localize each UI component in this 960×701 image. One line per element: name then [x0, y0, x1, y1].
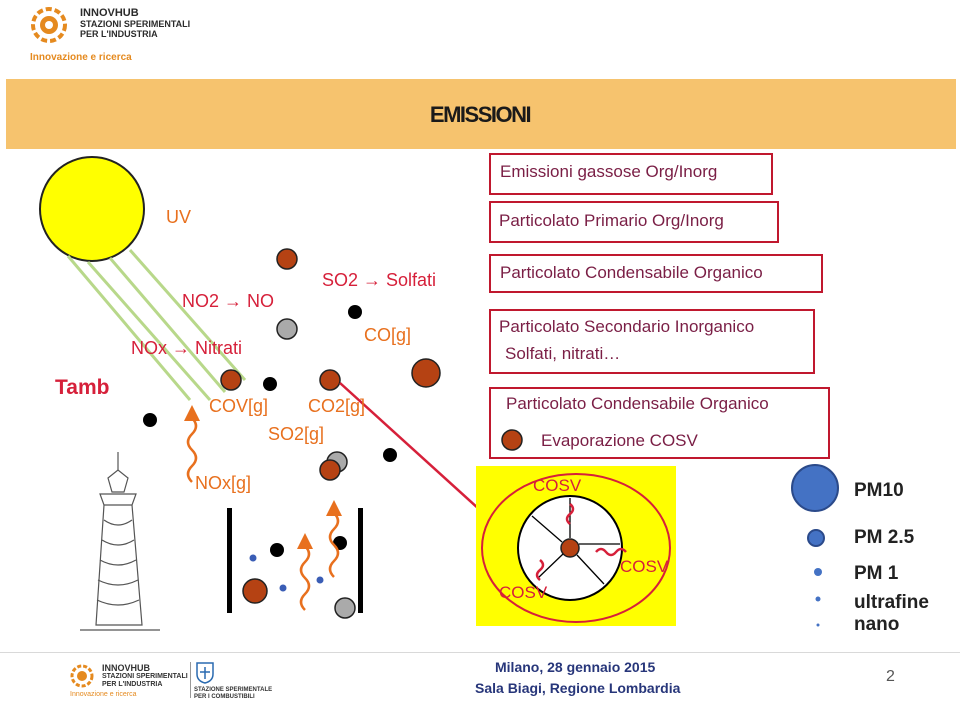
nox-label: NOx[g]: [195, 473, 252, 493]
shield-icon: [196, 662, 214, 684]
particle-dot: [383, 448, 397, 462]
so2-label: SO2[g]: [268, 424, 325, 444]
cov-label: COV[g]: [209, 396, 269, 416]
particle-dot: [276, 318, 298, 340]
box-secondario: [489, 309, 815, 374]
footer-logo-ssc: STAZIONE SPERIMENTALE PER I COMBUSTIBILI: [194, 660, 284, 700]
chimney-wall: [227, 508, 232, 613]
pm10-label: PM10: [854, 480, 904, 501]
uv-label: UV: [166, 207, 192, 227]
no2-no-label: NO2 → NO: [182, 291, 275, 311]
chimney-wall: [358, 508, 363, 613]
particle-dot: [270, 543, 284, 557]
cosv-particle-diagram: [476, 466, 676, 626]
particle-dot: [279, 584, 287, 592]
particle-dot: [263, 377, 277, 391]
footer-ssc-line2: PER I COMBUSTIBILI: [194, 694, 255, 700]
footer-logo-sub1: STAZIONI SPERIMENTALI: [102, 673, 188, 680]
footer-ssc-line1: STAZIONE SPERIMENTALE: [194, 687, 273, 693]
particle-dot: [334, 597, 356, 619]
box-condensabile-1-label: Particolato Condensabile Organico: [500, 263, 763, 282]
cosv-right-label: COSV: [620, 557, 669, 576]
box-emissioni-gassose: [489, 153, 773, 195]
footer-logo-tagline: Innovazione e ricerca: [70, 691, 137, 698]
footer-divider: [0, 652, 960, 653]
page-number: 2: [886, 668, 895, 685]
box-condensabile-2: [489, 387, 830, 459]
co2-label: CO2[g]: [308, 396, 366, 416]
box-condensabile-2-sublabel: Evaporazione COSV: [541, 431, 698, 450]
pm25-dot: [807, 529, 825, 547]
cosv-top-label: COSV: [533, 476, 582, 495]
tower-illustration: [80, 452, 160, 631]
box-emissioni-gassose-label: Emissioni gassose Org/Inorg: [500, 162, 718, 181]
sun-icon: [39, 156, 145, 262]
so2-solfati-label: SO2 → Solfati: [322, 270, 437, 290]
pm10-dot: [791, 464, 839, 512]
box-secondario-sublabel: Solfati, nitrati…: [505, 344, 621, 363]
box-condensabile-1: [489, 254, 823, 293]
tamb-label: Tamb: [55, 376, 110, 399]
particle-dot: [242, 578, 268, 604]
innovhub-logo-icon: [31, 7, 67, 43]
footer-logo-title: INNOVHUB: [102, 663, 151, 673]
size-legend-dots: [791, 464, 839, 627]
logo-subtitle-2: PER L'INDUSTRIA: [80, 29, 158, 39]
footer-event-date: Milano, 28 gennaio 2015: [495, 659, 656, 675]
particle-dot: [319, 369, 341, 391]
evaporation-particle-icon: [501, 429, 523, 451]
particle-dot: [220, 369, 242, 391]
box-condensabile-2-label: Particolato Condensabile Organico: [506, 394, 769, 413]
logo-subtitle-1: STAZIONI SPERIMENTALI: [80, 19, 191, 29]
emission-diagram: [39, 156, 480, 631]
footer-logo-sub2: PER L'INDUSTRIA: [102, 681, 163, 688]
particle-dot: [276, 248, 298, 270]
ultrafine-dot: [815, 596, 821, 602]
cosv-bottom-label: COSV: [499, 583, 548, 602]
logo-title: INNOVHUB: [80, 7, 139, 19]
footer-event-venue: Sala Biagi, Regione Lombardia: [475, 680, 681, 696]
particle-dot: [411, 358, 441, 388]
footer-logo-innovhub: INNOVHUB STAZIONI SPERIMENTALI PER L'IND…: [70, 660, 200, 700]
particle-dot: [319, 459, 341, 481]
nano-label: nano: [854, 614, 900, 635]
particle-dot: [316, 576, 324, 584]
particle-dot: [348, 305, 362, 319]
nox-nitrati-label: NOx → Nitrati: [131, 338, 243, 358]
box-secondario-label: Particolato Secondario Inorganico: [499, 317, 755, 336]
innovhub-footer-icon: [70, 664, 94, 688]
header-logo: INNOVHUB STAZIONI SPERIMENTALI PER L'IND…: [30, 6, 230, 63]
co-label: CO[g]: [364, 325, 412, 345]
logo-tagline: Innovazione e ricerca: [30, 52, 132, 63]
banner-title: EMISSIONI: [429, 102, 532, 127]
box-particolato-primario-label: Particolato Primario Org/Inorg: [499, 211, 724, 230]
particle-dot: [249, 554, 257, 562]
pm1-label: PM 1: [854, 563, 899, 584]
nano-dot: [816, 623, 820, 627]
box-particolato-primario: [489, 201, 779, 243]
title-banner: [6, 79, 956, 149]
footer-logo-divider: [190, 662, 191, 698]
pm25-label: PM 2.5: [854, 527, 915, 548]
ultrafine-label: ultrafine: [854, 592, 929, 613]
particle-dot: [143, 413, 157, 427]
pm1-dot: [814, 568, 822, 576]
